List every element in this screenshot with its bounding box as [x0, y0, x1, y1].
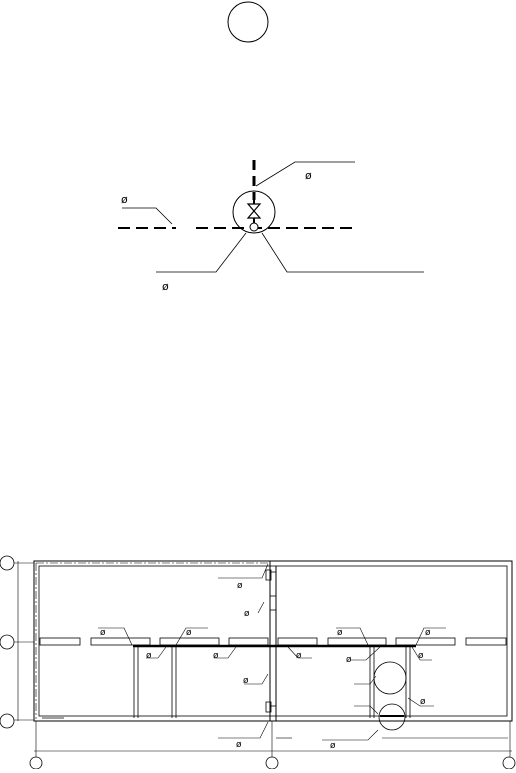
- plan-leader-10: [350, 646, 381, 661]
- plan-leader-7: [287, 646, 312, 659]
- window-7: [395, 637, 456, 646]
- leader-bottom-left: [156, 232, 247, 273]
- building-inner-wall: [38, 565, 508, 717]
- leader-left: [122, 207, 173, 225]
- axis-bubble-left-3: [0, 713, 15, 729]
- plan-leader-5: [146, 646, 167, 659]
- plan-detail-circle-2: [378, 703, 406, 731]
- callout-left: ø: [121, 193, 128, 206]
- plan-leader-9: [415, 627, 446, 646]
- axis-bubble-bottom-2: [265, 756, 279, 770]
- window-2: [90, 637, 151, 646]
- plan-leader-4: [175, 627, 208, 646]
- plan-label-8: ø: [337, 628, 343, 638]
- plan-label-10: ø: [346, 655, 352, 665]
- callout-top-right: ø: [305, 169, 312, 182]
- plan-leader-8: [336, 627, 369, 646]
- axis-bubble-bottom-1: [29, 756, 43, 770]
- valve-symbol: [246, 203, 262, 219]
- plan-leader-17: [322, 729, 379, 741]
- plan-leader-1: [218, 563, 269, 579]
- plan-detail-circle-1: [373, 661, 407, 695]
- callout-bottom-left: ø: [162, 280, 169, 293]
- plan-leader-6: [214, 646, 237, 659]
- plan-label-9: ø: [425, 628, 431, 638]
- plan-leader-3: [98, 627, 133, 646]
- plan-label-4: ø: [186, 628, 192, 638]
- detail-index-circle: [227, 1, 269, 43]
- plan-leader-12: [244, 673, 269, 685]
- plan-label-11: ø: [418, 651, 424, 661]
- window-3: [159, 637, 220, 646]
- window-5: [277, 637, 318, 646]
- window-6: [327, 637, 387, 646]
- building-outline: [33, 560, 513, 722]
- window-1: [39, 637, 81, 646]
- leader-bottom-right: [261, 232, 424, 273]
- leader-top-right: [255, 161, 355, 187]
- tee-fitting: [249, 222, 259, 232]
- plan-label-6: ø: [213, 651, 219, 661]
- plan-label-3: ø: [100, 628, 106, 638]
- axis-bubble-left-1: [0, 555, 15, 571]
- window-4: [228, 637, 269, 646]
- plan-label-1: ø: [237, 581, 243, 591]
- plan-leader-16: [218, 721, 269, 739]
- plan-leader-14: [354, 705, 379, 715]
- axis-bubble-left-2: [0, 634, 15, 650]
- riser-mark-mid: [265, 701, 272, 713]
- plan-label-2: ø: [244, 609, 250, 619]
- plan-leader-11: [411, 646, 432, 661]
- pipe-detail: ø ø ø: [118, 160, 424, 293]
- plan-leader-15: [407, 697, 434, 707]
- floor-plan: ø ø ø ø ø ø ø ø ø ø ø ø ø ø ø: [0, 555, 516, 770]
- axis-bubble-bottom-3: [502, 756, 516, 770]
- plan-label-15: ø: [420, 697, 426, 707]
- plan-label-17: ø: [330, 741, 336, 751]
- plan-label-5: ø: [146, 651, 152, 661]
- plan-label-12: ø: [243, 676, 249, 686]
- door-lower: [269, 609, 277, 707]
- detail-circle: [232, 190, 276, 234]
- plan-leader-2: [257, 601, 265, 614]
- door-upper: [269, 571, 277, 597]
- plan-label-7: ø: [296, 651, 302, 661]
- plan-label-16: ø: [236, 740, 242, 750]
- plan-leader-13: [354, 675, 377, 685]
- riser-mark-top: [265, 569, 272, 581]
- window-8: [465, 637, 507, 646]
